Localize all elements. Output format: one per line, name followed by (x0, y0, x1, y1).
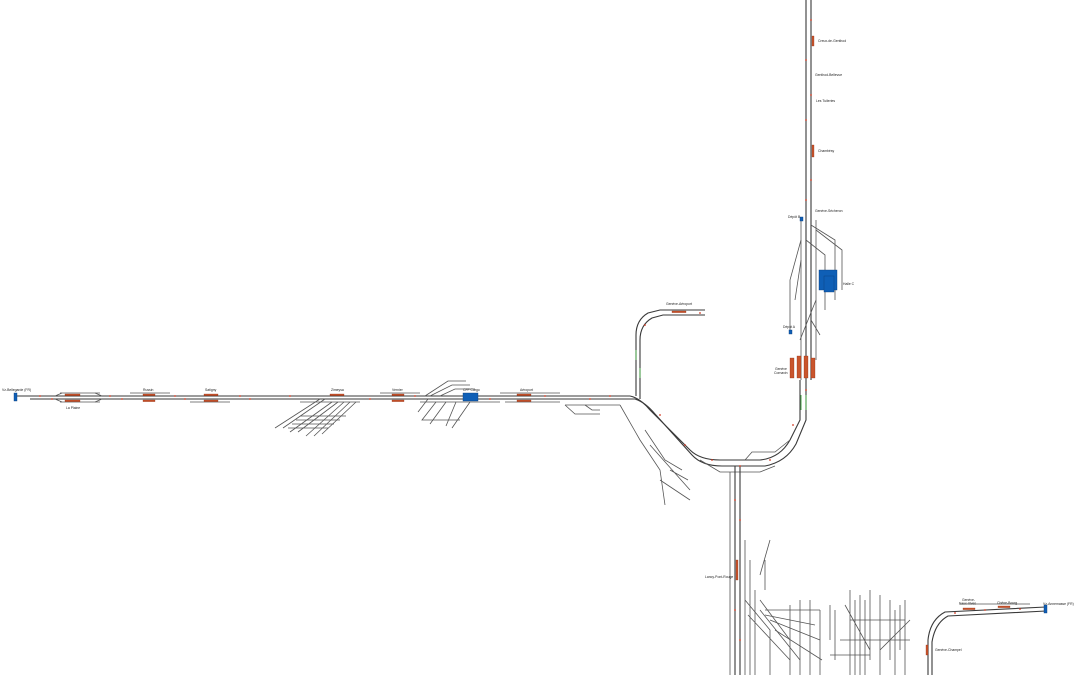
station-labels: Vz-Bellegarde (FR) La Plaine Russin Sati… (2, 39, 1074, 652)
label-aeroport: Aéroport (520, 388, 533, 392)
platforms (64, 35, 1011, 656)
label-zimeysa: Zimeysa (331, 388, 344, 392)
depot-annemasse (1043, 604, 1048, 614)
signals (39, 19, 1021, 641)
label-la-plaine: La Plaine (66, 406, 80, 410)
airport-branch (635, 309, 705, 399)
north-line (789, 0, 843, 410)
label-geneve-aeroport: Genève-Aéroport (666, 302, 692, 306)
label-cornavin: Genève Cornavin (774, 367, 788, 375)
south-yard (744, 539, 911, 675)
west-main-line (16, 380, 635, 437)
label-eaux-vives: Genève- Eaux-Vives (959, 598, 976, 606)
depots (13, 216, 1048, 614)
central-junction (619, 380, 807, 675)
label-annemasse: Vz-Annemasse (FR) (1043, 602, 1074, 606)
label-halle-c: Halle C (843, 282, 855, 286)
label-vernier: Vernier (392, 388, 404, 392)
depot-b (799, 216, 804, 222)
depot-cff-cargo (462, 392, 479, 402)
label-chambesy: Chambésy (818, 149, 835, 153)
label-cornavin-l1: Genève (775, 367, 787, 371)
label-la-bellegarde: Vz-Bellegarde (FR) (2, 388, 31, 392)
depot-la-plaine (13, 392, 18, 402)
label-champel: Genève-Champel (935, 648, 962, 652)
label-lancy-pont-rouge: Lancy-Pont-Rouge (705, 575, 733, 579)
label-chene-bourg: Chêne-Bourg (997, 601, 1017, 605)
ceva-line (927, 603, 1047, 675)
label-secheron: Genève-Sécheron (815, 209, 843, 213)
depot-a (788, 329, 793, 335)
label-eaux-vives-l1: Genève- (962, 598, 975, 602)
label-depot-a: Dépôt A (783, 325, 796, 329)
label-russin: Russin (143, 388, 153, 392)
label-depot-b: Dépôt B (788, 215, 801, 219)
label-genthod-bellevue: Genthod-Bellevue (815, 73, 842, 77)
label-satigny: Satigny (205, 388, 217, 392)
label-cff-cargo: CFF Cargo (463, 388, 480, 392)
label-cornavin-l2: Cornavin (774, 371, 788, 375)
label-les-tuileries: Les Tuileries (816, 99, 835, 103)
label-creux-de-genthod: Creux-de-Genthod (818, 39, 846, 43)
label-eaux-vives-l2: Eaux-Vives (959, 602, 976, 606)
